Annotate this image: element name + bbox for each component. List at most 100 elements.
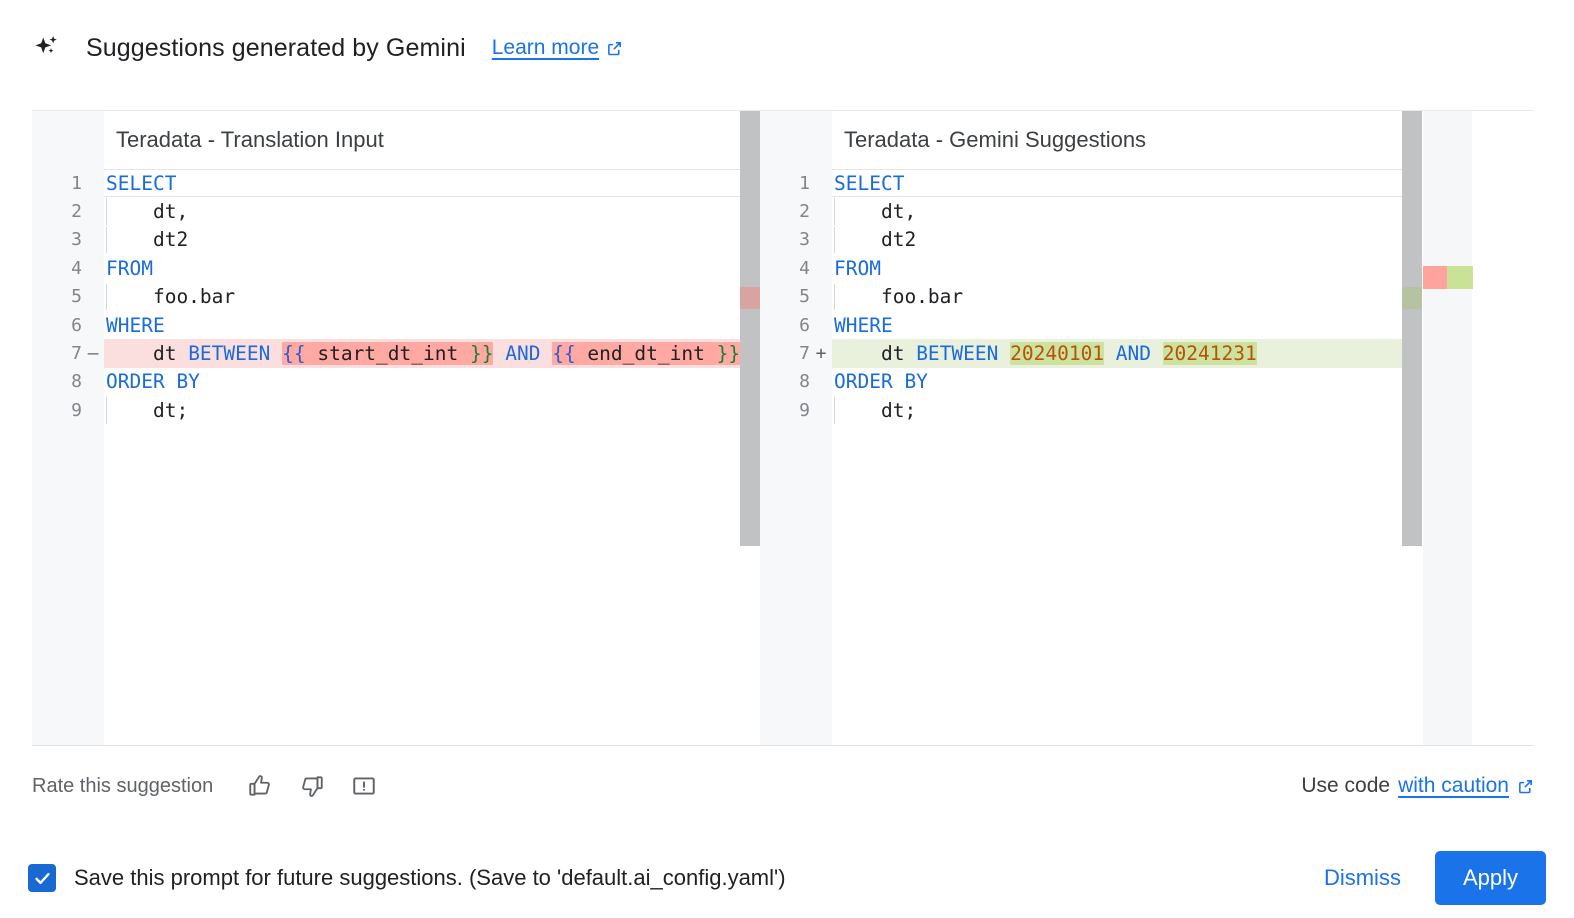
save-prompt-row: Save this prompt for future suggestions.… (28, 864, 786, 892)
line-number: 5 (799, 286, 810, 308)
code-token (1151, 342, 1163, 365)
apply-button[interactable]: Apply (1434, 851, 1546, 905)
code-token: foo.bar (834, 285, 964, 309)
code-token: SELECT (106, 171, 177, 195)
code-token: dt, (106, 200, 189, 224)
overview-ruler-added-marker (1447, 266, 1473, 289)
save-prompt-checkbox[interactable] (28, 864, 56, 892)
code-token (1104, 342, 1116, 365)
external-link-icon (606, 40, 623, 57)
line-number: 6 (799, 314, 810, 336)
code-line-text: dt BETWEEN {{ start_dt_int }} AND {{ end… (104, 339, 760, 368)
code-token: dt2 (106, 228, 189, 252)
code-line[interactable]: 8 ORDER BY (32, 368, 760, 396)
use-code-prefix: Use code (1301, 774, 1391, 797)
pane-title-left: Teradata - Translation Input (116, 127, 384, 152)
code-line[interactable]: 3 dt2 (32, 226, 760, 254)
code-line[interactable]: 6 WHERE (32, 311, 760, 339)
rate-icon-group (223, 771, 379, 801)
use-code-with-caution-link[interactable]: with caution (1398, 774, 1509, 797)
report-icon[interactable] (349, 771, 379, 801)
code-line[interactable]: 5 foo.bar (32, 283, 760, 311)
line-number: 2 (799, 201, 810, 223)
indent-guide (834, 283, 835, 310)
code-token: ORDER BY (106, 370, 200, 394)
indent-guide (106, 397, 107, 424)
code-line-text: WHERE (104, 311, 760, 339)
code-token: dt; (834, 398, 917, 422)
line-number: 2 (71, 201, 82, 223)
line-number: 8 (71, 371, 82, 393)
code-token: {{ (282, 342, 306, 366)
code-token (493, 342, 505, 365)
diff-marker: + (815, 343, 827, 365)
code-line-text: foo.bar (104, 283, 760, 311)
gutter-background-right (760, 111, 832, 745)
code-token: ORDER BY (834, 370, 928, 394)
line-number: 3 (71, 229, 82, 251)
code-token: dt (834, 342, 917, 366)
code-line-text: dt; (832, 396, 1472, 424)
code-token: AND (505, 342, 541, 366)
sparkle-icon (30, 31, 64, 65)
page-title: Suggestions generated by Gemini (86, 33, 466, 62)
indent-guide (106, 226, 107, 254)
code-line-text: dt2 (104, 226, 760, 254)
learn-more-link[interactable]: Learn more (492, 36, 623, 60)
line-number: 3 (799, 229, 810, 251)
code-token (270, 342, 282, 365)
thumb-up-icon[interactable] (245, 771, 275, 801)
check-icon (34, 872, 50, 884)
line-number: 9 (71, 399, 82, 421)
code-line-text: dt2 (832, 226, 1472, 254)
code-token: FROM (106, 256, 153, 280)
code-line[interactable]: 3 dt2 (760, 226, 1472, 254)
indent-guide (106, 283, 107, 310)
overview-ruler[interactable] (1422, 111, 1473, 745)
scrollbar-thumb-left[interactable] (740, 111, 760, 546)
scrollbar-left[interactable] (740, 111, 760, 745)
scrollbar-right[interactable] (1402, 111, 1422, 745)
suggestions-header: Suggestions generated by Gemini Learn mo… (0, 0, 1574, 96)
gutter-background-left (32, 111, 104, 745)
code-token: dt, (834, 200, 917, 224)
code-line[interactable]: 2 dt, (32, 197, 760, 225)
code-token: WHERE (106, 313, 165, 337)
use-code-notice: Use code with caution (1301, 774, 1534, 798)
line-number: 4 (71, 257, 82, 279)
line-number: 7 (799, 343, 810, 365)
code-line[interactable]: 5 foo.bar (760, 283, 1472, 311)
dismiss-button[interactable]: Dismiss (1318, 855, 1407, 901)
scrollbar-diff-marker-added (1402, 287, 1422, 309)
code-line[interactable]: 9 dt; (32, 396, 760, 424)
pane-header-left: Teradata - Translation Input (104, 111, 760, 169)
code-token: SELECT (834, 171, 905, 195)
code-line-text: FROM (832, 254, 1472, 282)
code-line[interactable]: 6 WHERE (760, 311, 1472, 339)
code-line[interactable]: 2 dt, (760, 197, 1472, 225)
code-line[interactable]: 9 dt; (760, 396, 1472, 424)
overview-ruler-removed-marker (1423, 266, 1447, 289)
diff-marker: – (87, 343, 99, 365)
code-line-text: WHERE (832, 311, 1472, 339)
external-link-icon (1517, 778, 1534, 795)
line-number: 6 (71, 314, 82, 336)
code-token: dt2 (834, 228, 917, 252)
code-token: dt (106, 342, 189, 366)
code-line[interactable]: 7– dt BETWEEN {{ start_dt_int }} AND {{ … (32, 339, 760, 368)
code-line-text: SELECT (832, 169, 1472, 198)
scrollbar-thumb-right[interactable] (1402, 111, 1422, 546)
code-line[interactable]: 4 FROM (32, 254, 760, 282)
code-line-text: foo.bar (832, 283, 1472, 311)
thumb-down-icon[interactable] (297, 771, 327, 801)
code-line-text: dt, (832, 197, 1472, 225)
code-line[interactable]: 7+ dt BETWEEN 20240101 AND 20241231 (760, 339, 1472, 368)
code-line-text: dt; (104, 396, 760, 424)
